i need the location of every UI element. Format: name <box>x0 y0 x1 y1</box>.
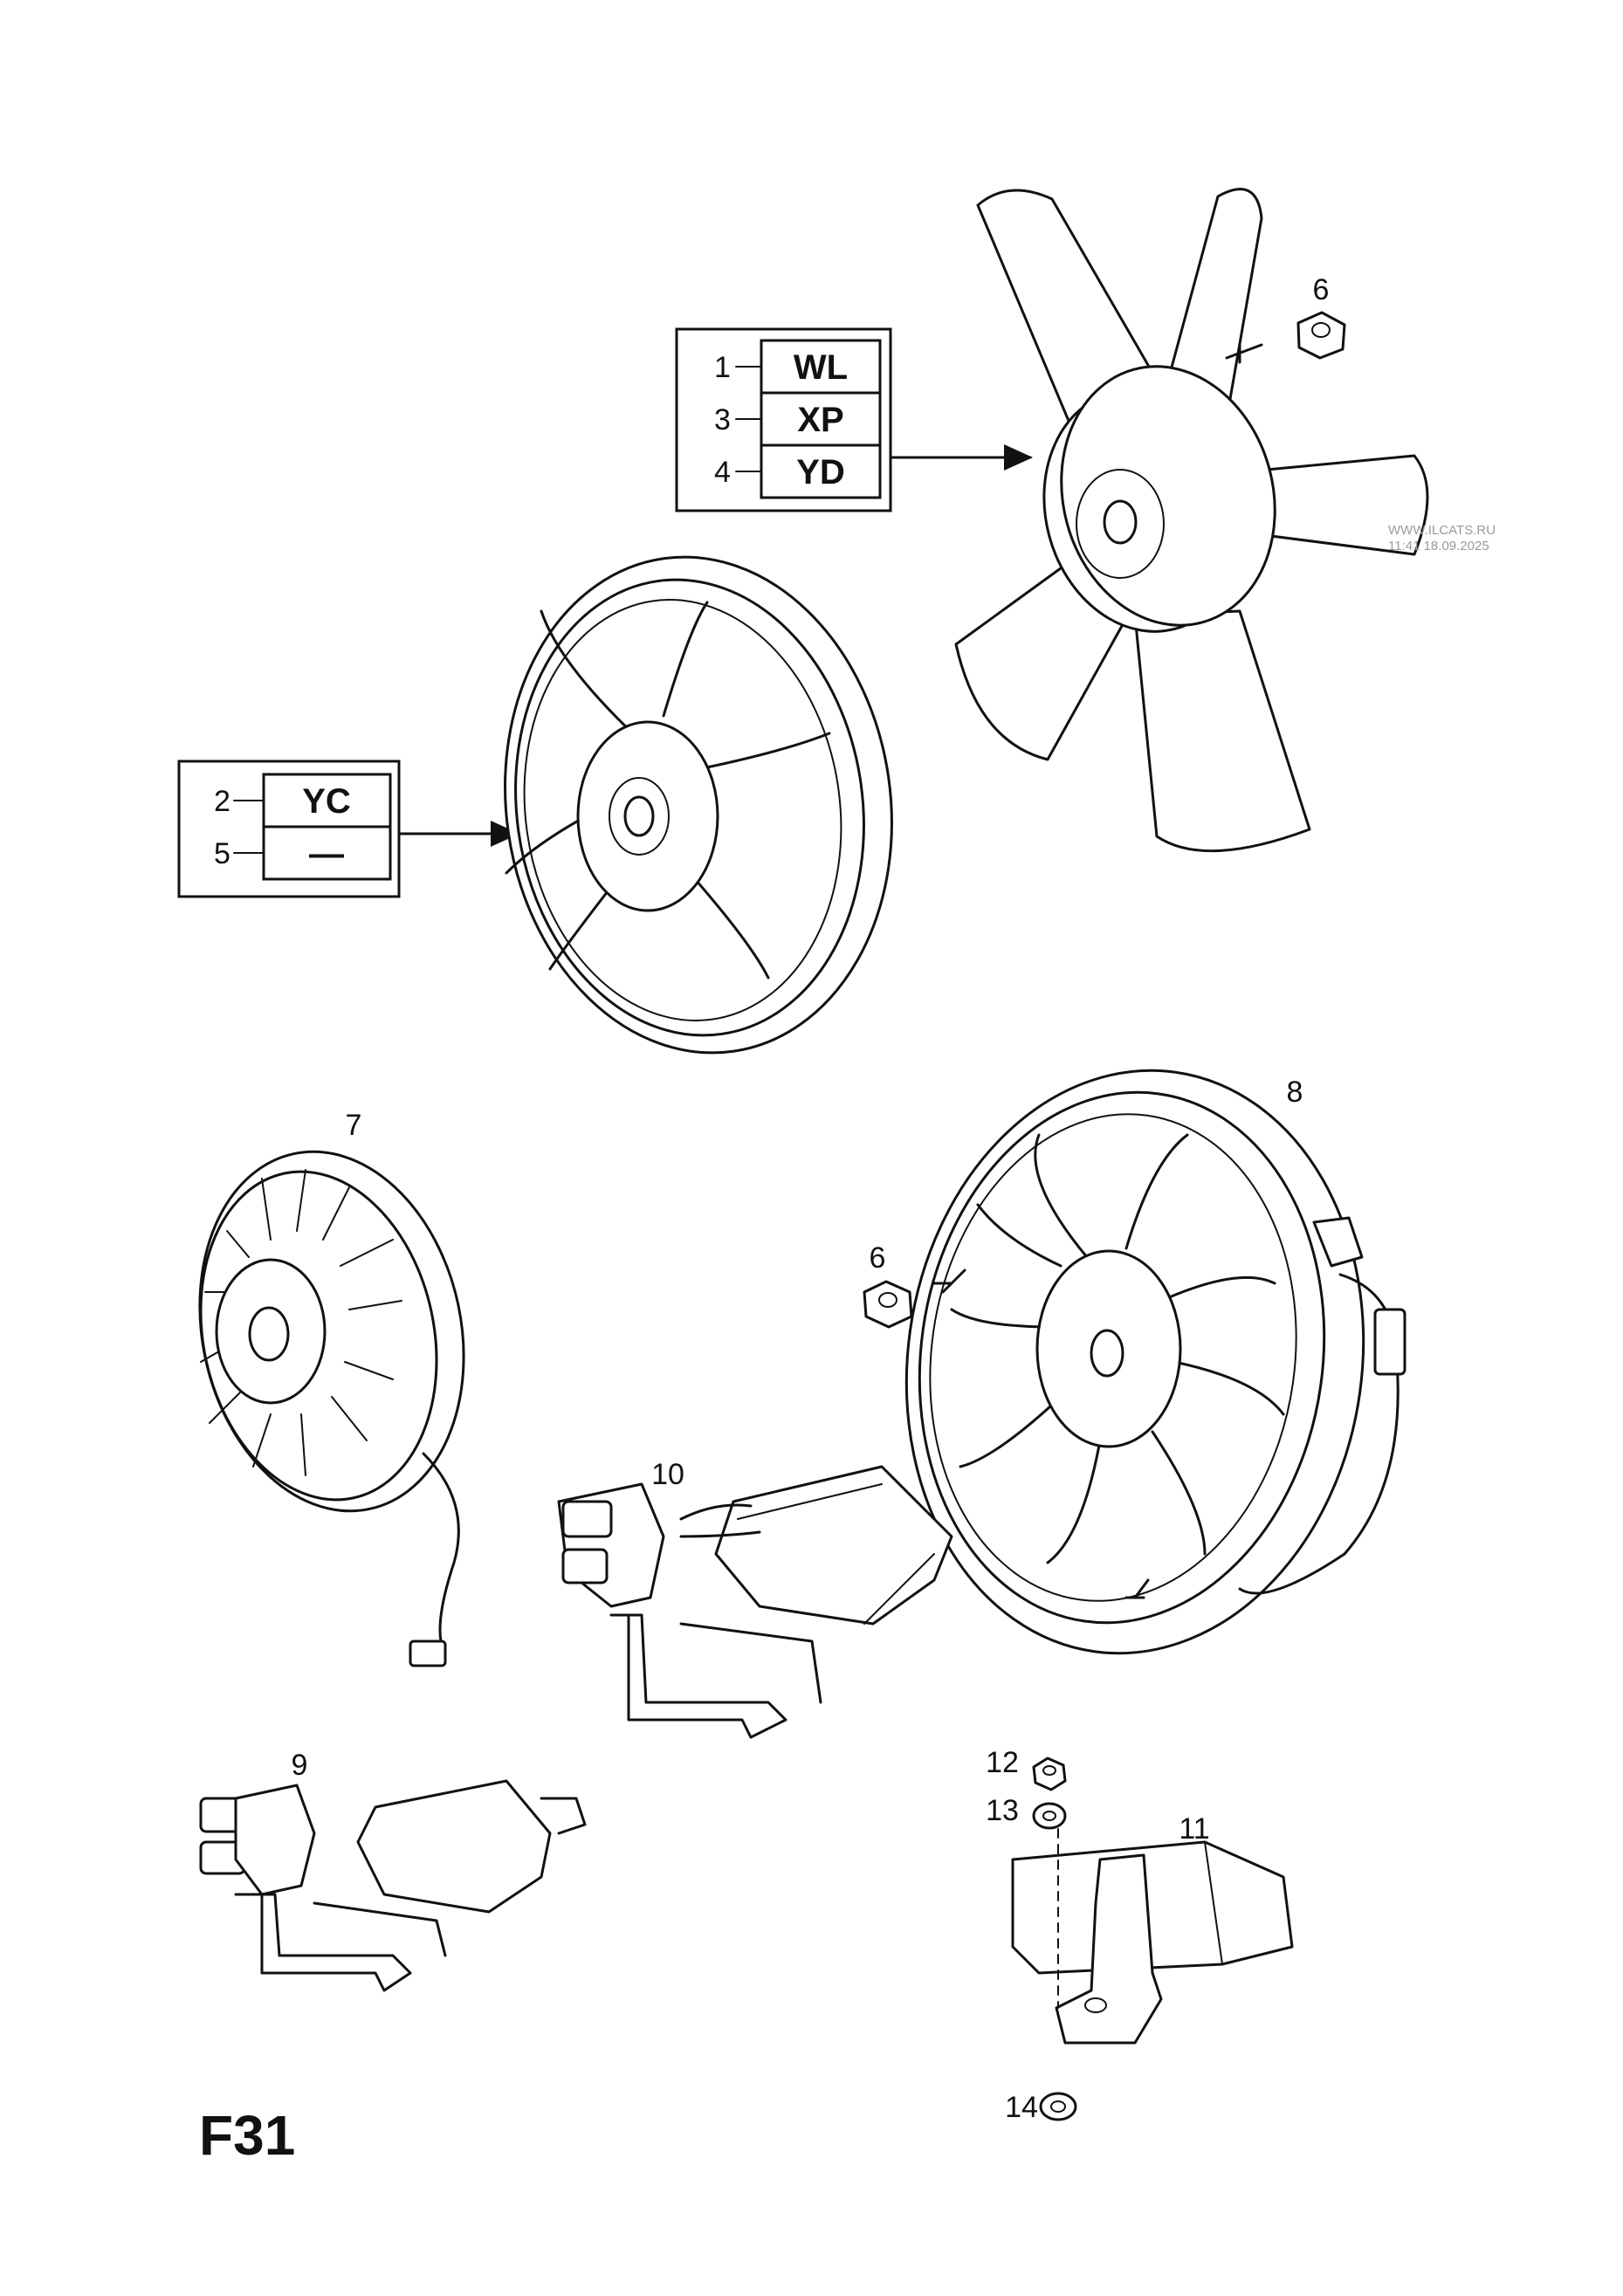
resistor-bracket-9-icon <box>199 1779 587 1992</box>
page-code: F31 <box>199 2104 295 2167</box>
table-lower-item-2: 2 <box>214 785 230 818</box>
callout-8: 8 <box>1287 1076 1303 1109</box>
callout-11: 11 <box>1179 1812 1209 1846</box>
flange-nut-upper-icon <box>1296 311 1346 360</box>
fan-shroud-assembly-icon <box>904 1069 1406 1655</box>
table-lower-code-2: YC <box>302 782 351 821</box>
callout-9: 9 <box>292 1749 308 1782</box>
callout-12: 12 <box>986 1746 1019 1779</box>
callout-7: 7 <box>346 1109 362 1142</box>
five-blade-fan-icon <box>954 188 1429 853</box>
control-module-icon <box>1011 1828 1294 2045</box>
callout-6-lower: 6 <box>870 1241 886 1275</box>
watermark-line-2: 11:41 18.09.2025 <box>1388 539 1489 553</box>
callout-6-upper: 6 <box>1313 273 1330 306</box>
resistor-bracket-icon <box>557 1465 953 1739</box>
table-lower-code-5: — <box>309 835 344 873</box>
table-upper-item-3: 3 <box>714 403 731 437</box>
reference-table-upper: 1 WL 3 XP 4 YD <box>675 327 1033 512</box>
reference-table-lower: 2 YC 5 — <box>177 760 519 898</box>
washer-13-icon <box>1032 1802 1067 1830</box>
table-upper-item-4: 4 <box>714 456 731 489</box>
washer-14-icon <box>1039 2092 1077 2121</box>
watermark-line-1: WWW.ILCATS.RU <box>1388 523 1496 538</box>
electric-fan-motor-icon <box>198 1150 465 1667</box>
table-upper-item-1: 1 <box>714 351 731 384</box>
callout-14: 14 <box>1005 2091 1038 2124</box>
table-upper-code-4: YD <box>796 453 845 492</box>
callout-13: 13 <box>986 1794 1019 1827</box>
nut-12-icon <box>1032 1756 1067 1791</box>
shrouded-fan-icon <box>504 555 893 1055</box>
table-upper-code-3: XP <box>797 401 843 439</box>
callout-10: 10 <box>651 1458 684 1491</box>
table-upper-code-1: WL <box>794 348 848 387</box>
flange-nut-lower-icon <box>863 1280 913 1329</box>
table-lower-item-5: 5 <box>214 837 230 870</box>
